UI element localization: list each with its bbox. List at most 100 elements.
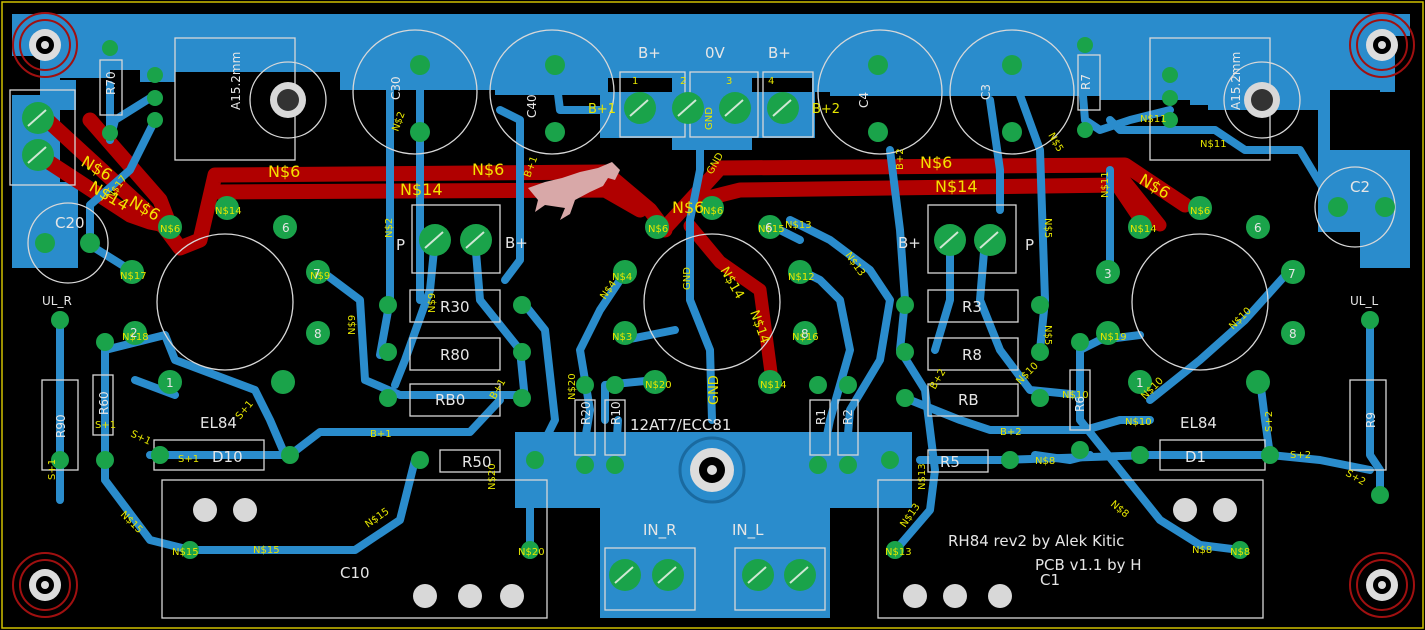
comp-bplus-left: B+ <box>505 234 528 252</box>
pad-hatch <box>27 99 999 584</box>
b1-label: B+1 <box>588 102 616 117</box>
net-n9-b: N$9 <box>347 315 358 335</box>
pin7-l: 7 <box>313 267 321 281</box>
transformer-screws <box>193 498 1237 608</box>
comp-r8: R8 <box>962 346 982 364</box>
comp-c30: C30 <box>389 76 403 100</box>
pin8-r: 8 <box>1289 327 1297 341</box>
pin1-r: 1 <box>1136 376 1144 390</box>
comp-r70: R70 <box>104 71 118 95</box>
bplus-left-label: B+ <box>638 44 661 62</box>
pad-n3: N$3 <box>612 332 632 343</box>
pin-3: 3 <box>726 76 732 87</box>
net-n13-c: N$13 <box>917 463 928 490</box>
comp-c4: C4 <box>857 92 871 108</box>
pin7-r: 7 <box>1288 267 1296 281</box>
pin-2: 2 <box>680 76 686 87</box>
pad-n13: N$13 <box>885 547 912 558</box>
comp-r90: R90 <box>54 414 68 438</box>
net-s1-b: S+1 <box>47 459 58 480</box>
pad-n20-b: N$20 <box>518 547 545 558</box>
pin-4: 4 <box>768 76 774 87</box>
comp-d1: D1 <box>1185 448 1206 466</box>
labels: B+ 0V B+ B+1 B+2 GND 1 2 3 4 N$6 N$14 N$… <box>42 0 1425 589</box>
pad-n14-r: N$14 <box>1130 224 1157 235</box>
comp-bplus-right: B+ <box>898 234 921 252</box>
net-gnd-b: GND <box>707 375 722 405</box>
silkscreen <box>9 29 1396 619</box>
pin2-l: 2 <box>130 326 138 340</box>
pin-1: 1 <box>632 76 638 87</box>
comp-ecc81: 12AT7/ECC81 <box>630 416 731 434</box>
comp-r20: R20 <box>579 401 593 425</box>
net-n8-a: N$8 <box>1035 456 1055 467</box>
mounting-holes <box>12 12 1415 618</box>
trim-right: A15.2mm <box>1229 52 1243 110</box>
pad-n6-r: N$6 <box>1190 206 1210 217</box>
net-n11-a: N$11 <box>1100 171 1111 198</box>
pin8-l: 8 <box>314 327 322 341</box>
pad-n18: N$18 <box>122 332 149 343</box>
pin8-c: 8 <box>801 327 809 341</box>
comp-r10: R10 <box>609 401 623 425</box>
net-n5-b: N$5 <box>1042 218 1053 238</box>
comp-c20: C20 <box>55 214 85 232</box>
comp-r3: R3 <box>962 298 982 316</box>
net-s1-d: S+1 <box>178 454 199 465</box>
comp-c1: C1 <box>1040 571 1060 589</box>
tube-socket-left <box>156 233 294 371</box>
net-n2-a: N$2 <box>384 218 395 238</box>
pad-n15-c: N$15 <box>758 224 785 235</box>
comp-r30: R30 <box>440 298 470 316</box>
comp-p-right: P <box>1025 236 1034 254</box>
comp-r7: R7 <box>1079 74 1093 90</box>
pin6-r: 6 <box>1254 221 1262 235</box>
credit-line1: RH84 rev2 by Alek Kitic <box>948 532 1124 550</box>
comp-in-r: IN_R <box>643 521 677 540</box>
comp-r2: R2 <box>841 409 855 425</box>
pad-n17: N$17 <box>120 271 147 282</box>
comp-c10: C10 <box>340 564 370 582</box>
b2-label: B+2 <box>812 102 840 117</box>
pad-n20: N$20 <box>645 380 672 391</box>
pad-n19: N$19 <box>1100 332 1127 343</box>
comp-r6: R6 <box>1073 396 1087 412</box>
net-s2-a: S+2 <box>1290 450 1311 461</box>
comp-d10: D10 <box>212 448 243 466</box>
zero-v-label: 0V <box>705 44 726 62</box>
gnd-top-label: GND <box>704 107 715 130</box>
pad-n14: N$14 <box>760 380 787 391</box>
net-b2-vert: B+2 <box>895 148 906 170</box>
pad-n10-e: N$10 <box>1125 417 1152 428</box>
comp-in-l: IN_L <box>732 521 764 540</box>
net-n14-b: N$14 <box>400 180 443 199</box>
net-n6-d: N$6 <box>472 160 504 179</box>
pad-n15: N$15 <box>172 547 199 558</box>
net-n9-a: N$9 <box>427 293 438 313</box>
comp-el84-left: EL84 <box>200 414 237 432</box>
net-n10-d: N$10 <box>1062 390 1089 401</box>
comp-r60: R60 <box>97 391 111 415</box>
net-n8-c: N$8 <box>1192 545 1212 556</box>
net-s2-b: S+2 <box>1264 411 1275 432</box>
comp-ul-l: UL_L <box>1350 294 1378 308</box>
pad-n14-l: N$14 <box>215 206 242 217</box>
credit-line2: PCB v1.1 by H <box>1035 556 1142 574</box>
pin3-r: 3 <box>1104 267 1112 281</box>
net-n6-e: N$6 <box>672 198 704 217</box>
net-b1: B+1 <box>370 429 392 440</box>
pad-n9-r: N$9 <box>1420 0 1425 3</box>
pad-n20-c: N$20 <box>567 373 578 400</box>
net-n6-c: N$6 <box>268 162 300 181</box>
tube-socket-right <box>1131 233 1269 371</box>
pad-n9: N$9 <box>310 271 330 282</box>
net-n5-c: N$5 <box>1042 325 1053 345</box>
net-n14-c: N$14 <box>935 177 978 196</box>
comp-ul-r: UL_R <box>42 294 72 308</box>
trim-left: A15.2mm <box>229 52 243 110</box>
pad-n12: N$12 <box>788 272 815 283</box>
comp-p-left: P <box>396 236 405 254</box>
bottom-copper-traces <box>56 56 1384 579</box>
comp-rb0: RB0 <box>435 391 465 409</box>
net-n15-a: N$15 <box>253 545 280 556</box>
